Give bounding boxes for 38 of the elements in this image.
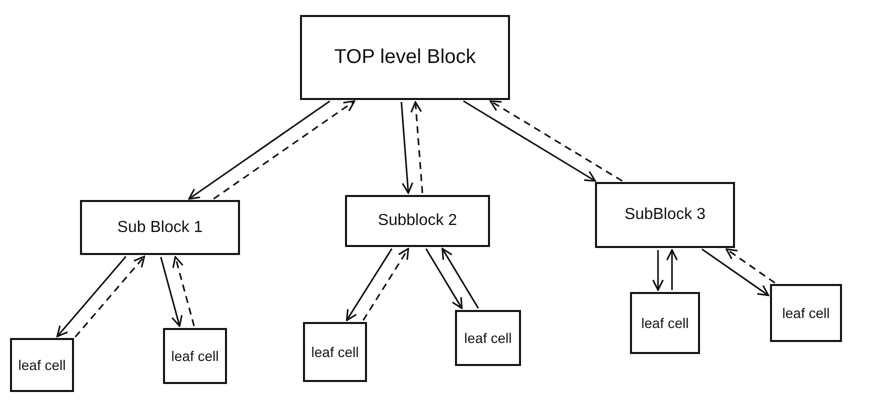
block-label: leaf cell xyxy=(171,348,219,364)
block-label: Subblock 2 xyxy=(378,212,458,230)
block-box xyxy=(163,328,227,384)
arrow xyxy=(74,256,146,338)
arrow xyxy=(425,248,463,310)
block-label: leaf cell xyxy=(641,315,689,331)
block-box xyxy=(630,292,700,354)
block-box xyxy=(770,284,842,342)
arrow xyxy=(362,248,410,321)
block-box xyxy=(455,310,521,366)
block-box xyxy=(80,200,240,255)
block-box xyxy=(303,322,367,382)
arrow xyxy=(442,248,479,309)
arrow xyxy=(701,248,770,296)
arrow xyxy=(462,100,596,182)
block-label: leaf cell xyxy=(18,357,66,373)
arrow xyxy=(213,100,356,200)
arrow xyxy=(400,102,414,194)
block-label: SubBlock 3 xyxy=(624,206,706,224)
arrow xyxy=(172,256,195,326)
arrow xyxy=(346,248,392,322)
top-level-box xyxy=(300,15,510,100)
block-label: leaf cell xyxy=(782,305,830,321)
arrow xyxy=(490,100,623,182)
block-box xyxy=(345,195,490,247)
block-label: Sub Block 1 xyxy=(117,218,203,236)
arrow xyxy=(410,101,424,194)
block-box xyxy=(595,182,735,248)
arrow xyxy=(726,248,776,284)
arrow xyxy=(666,249,678,290)
arrow xyxy=(652,250,664,291)
arrow xyxy=(160,256,183,327)
block-label: leaf cell xyxy=(311,344,359,360)
arrow xyxy=(56,256,126,338)
block-label: TOP level Block xyxy=(334,46,476,69)
arrow xyxy=(188,100,330,200)
block-label: leaf cell xyxy=(464,330,512,346)
block-box xyxy=(10,338,74,392)
